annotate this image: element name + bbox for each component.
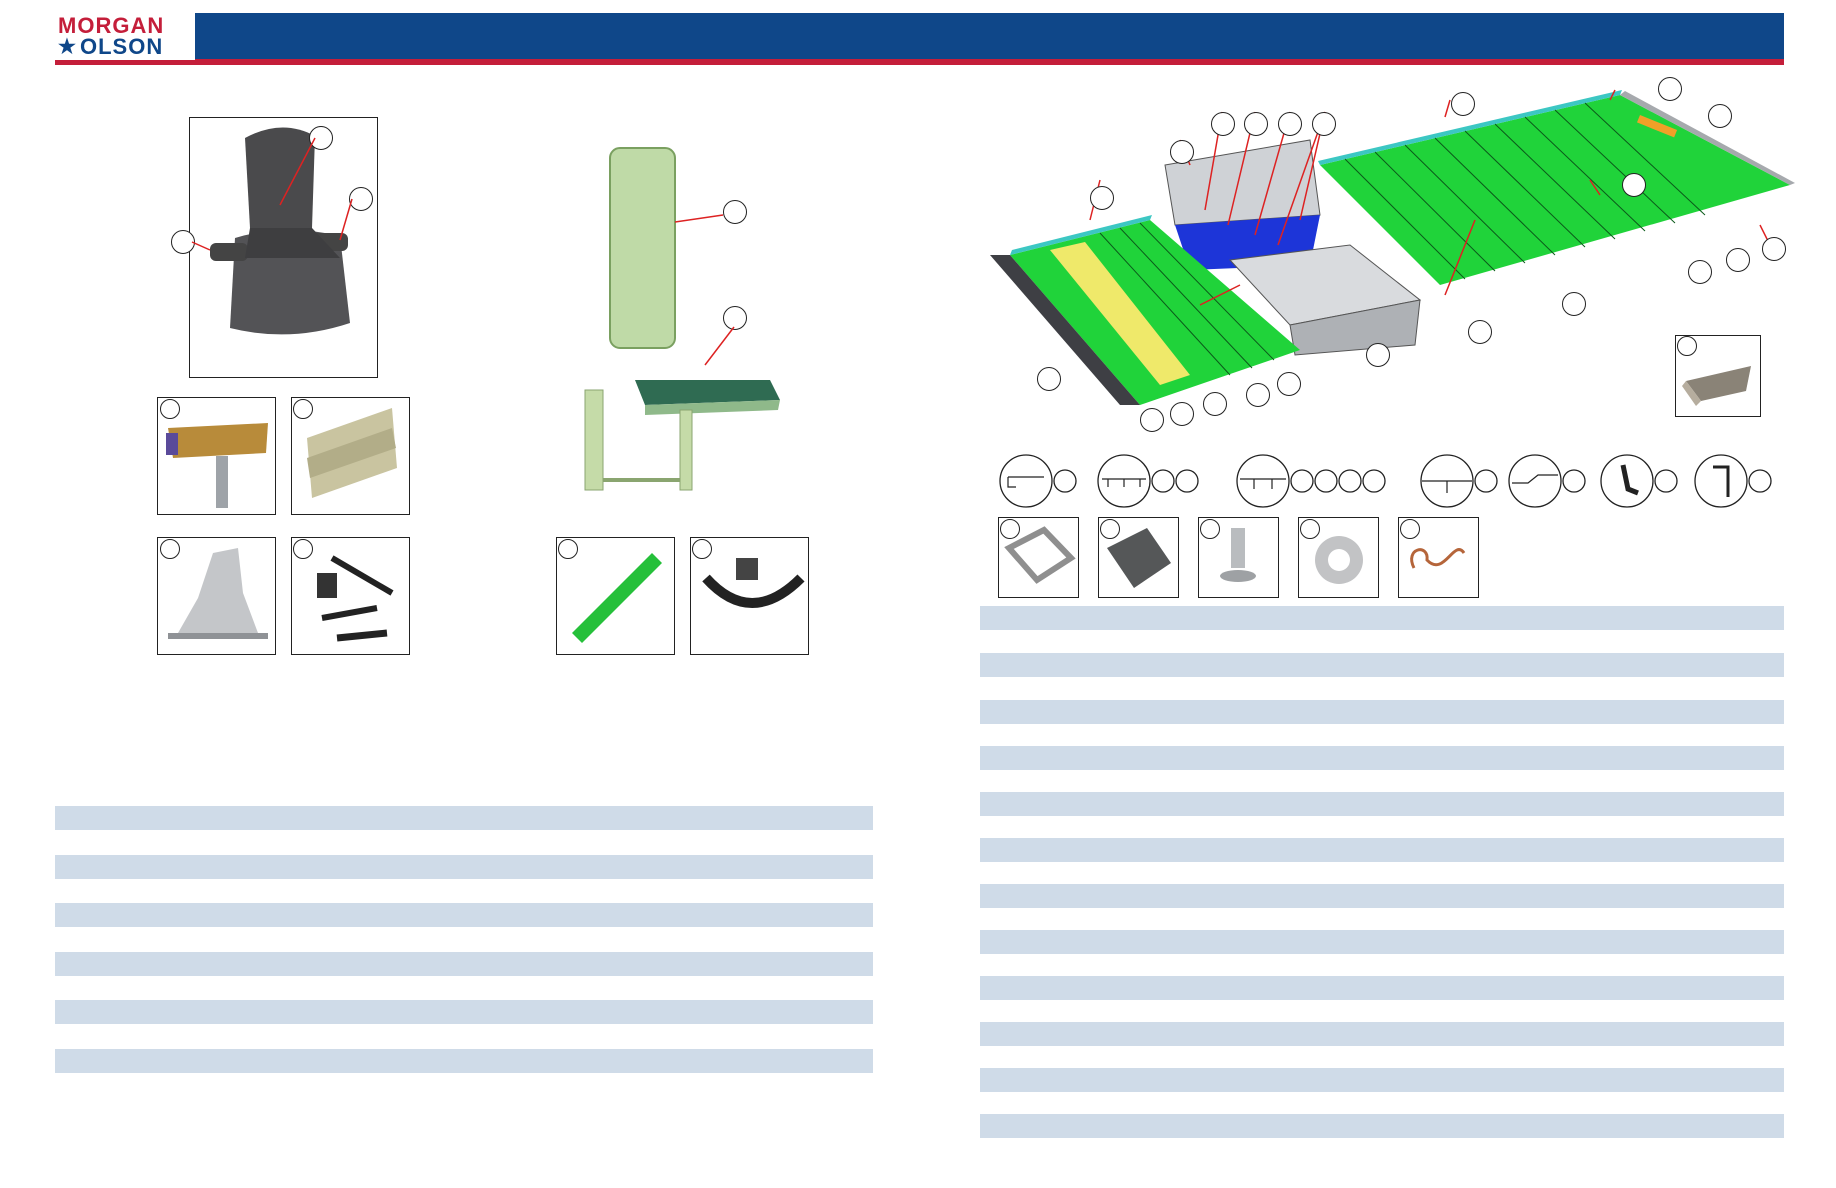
right-table-row: [980, 606, 1784, 630]
callout-diagram: [1277, 372, 1301, 396]
backrest-leader-line: [675, 214, 724, 223]
left-table-row: [55, 903, 873, 927]
right-table-row: [980, 746, 1784, 770]
pivot-fitting-icon: [1220, 528, 1256, 582]
callout-seat-armrest: [349, 187, 373, 211]
callout-diagram: [1140, 408, 1164, 432]
callout-access-frame: [1000, 519, 1020, 539]
seat-slide-base-frame: [157, 397, 276, 515]
right-table-row: [980, 976, 1784, 1000]
seatbelt-frame: [690, 537, 809, 655]
callout-diagram: [1562, 292, 1586, 316]
right-table-row: [980, 792, 1784, 816]
callout-jump-seat: [723, 306, 747, 330]
jump-seat-leader-line: [704, 326, 735, 366]
right-table-row: [980, 700, 1784, 724]
page-header-bar: [55, 13, 1784, 64]
logo-star: ★: [58, 36, 77, 58]
callout-diagram: [1688, 260, 1712, 284]
callout-diagram: [1244, 112, 1268, 136]
seat-pedestal-frame: [157, 537, 276, 655]
trim-strip-frame: [556, 537, 675, 655]
left-table-row: [55, 806, 873, 830]
callout-diagram: [1658, 77, 1682, 101]
callout-diagram: [1622, 173, 1646, 197]
callout-corner-bracket: [1677, 336, 1697, 356]
callout-diagram: [1278, 112, 1302, 136]
left-table-row: [55, 1000, 873, 1024]
seatbelt-kit-frame: [291, 537, 410, 655]
header-stripe: [55, 59, 1784, 65]
callout-diagram: [1451, 92, 1475, 116]
callout-seatbelt-kit: [293, 539, 313, 559]
callout-spring: [1400, 519, 1420, 539]
left-table-row: [55, 1049, 873, 1073]
right-table-row: [980, 1068, 1784, 1092]
callout-seat-back: [309, 126, 333, 150]
seat-mount-channel-frame: [291, 397, 410, 515]
callout-cover-plate: [1100, 519, 1120, 539]
logo-word-olson: OLSON: [80, 34, 164, 59]
trim-strip-icon: [572, 553, 662, 643]
seatbelt-icon: [702, 558, 805, 608]
callout-diagram: [1170, 402, 1194, 426]
seat-leader-lines: [191, 137, 353, 251]
spring-icon: [1410, 548, 1466, 569]
seat-image-frame: [189, 117, 378, 378]
callout-diagram: [1211, 112, 1235, 136]
seat-slide-base-icon: [166, 423, 268, 508]
morgan-olson-logo: MORGAN ★ OLSON: [55, 13, 195, 60]
callout-diagram: [1090, 186, 1114, 210]
cover-plate-icon: [1107, 528, 1171, 588]
callout-seatbelt: [692, 539, 712, 559]
right-table-row: [980, 1114, 1784, 1138]
callout-diagram: [1203, 392, 1227, 416]
jump-seat-icon: [584, 380, 780, 491]
callout-pivot-fitting: [1200, 519, 1220, 539]
callout-seat-pedestal: [160, 539, 180, 559]
callout-seat-mount-channel: [293, 399, 313, 419]
callout-trim-strip: [558, 539, 578, 559]
callout-backrest-pad: [723, 200, 747, 224]
callout-diagram: [1762, 237, 1786, 261]
seat-icon: [210, 127, 350, 335]
backrest-pad-icon: [609, 147, 676, 349]
seat-pedestal-icon: [168, 548, 268, 639]
right-table-row: [980, 884, 1784, 908]
floor-assembly-diagram-icon: [990, 89, 1795, 405]
callout-diagram: [1170, 140, 1194, 164]
callout-grommet: [1300, 519, 1320, 539]
right-table-row: [980, 1022, 1784, 1046]
seatbelt-kit-icon: [317, 555, 394, 642]
callout-diagram: [1468, 320, 1492, 344]
right-table-row: [980, 930, 1784, 954]
seat-mount-channel-icon: [307, 408, 397, 498]
callout-diagram: [1246, 383, 1270, 407]
callout-diagram: [1037, 367, 1061, 391]
left-table-row: [55, 855, 873, 879]
callout-seat-slide-base: [160, 399, 180, 419]
callout-diagram: [1708, 104, 1732, 128]
callout-diagram: [1312, 112, 1336, 136]
access-frame-icon: [1004, 526, 1076, 584]
right-table-row: [980, 838, 1784, 862]
trim-profile-icon: [999, 454, 1772, 508]
grommet-icon: [1315, 536, 1363, 584]
corner-bracket-icon: [1682, 366, 1751, 406]
right-table-row: [980, 653, 1784, 677]
callout-diagram: [1366, 343, 1390, 367]
callout-diagram: [1726, 248, 1750, 272]
logo-word-morgan: MORGAN: [58, 13, 165, 38]
left-table-row: [55, 952, 873, 976]
callout-seat-left: [171, 230, 195, 254]
